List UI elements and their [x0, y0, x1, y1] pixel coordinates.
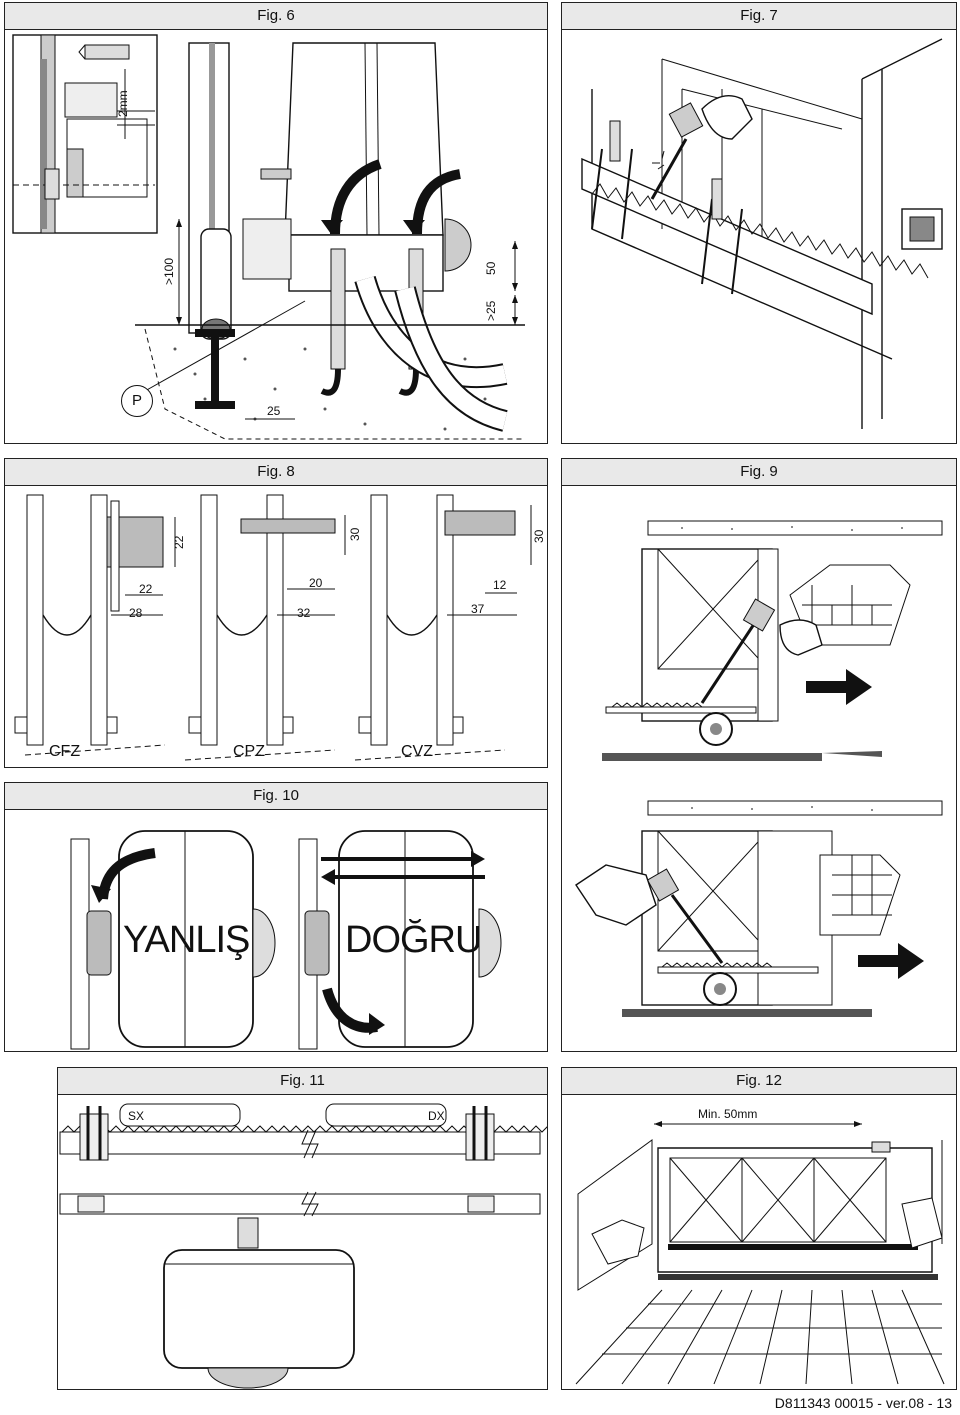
fig7-drawing [581, 38, 943, 429]
cpz-code: CPZ [233, 743, 265, 760]
document-id: D811343 00015 - ver.08 - 13 [774, 1395, 952, 1411]
fig6-dim-offset: 25 [267, 404, 281, 418]
fig6-drawing [12, 34, 525, 440]
fig9-panel: Fig. 9 [561, 458, 957, 1052]
cfz-dim-bot: 28 [129, 606, 143, 620]
fig12-title: Fig. 12 [562, 1068, 956, 1095]
cvz-dim-bot: 37 [471, 602, 485, 616]
fig7-title: Fig. 7 [562, 3, 956, 30]
fig11-drawing [59, 1103, 547, 1389]
cfz-dim-top: 22 [172, 535, 186, 549]
cpz-dim-bot: 32 [297, 606, 311, 620]
fig11-title: Fig. 11 [58, 1068, 547, 1095]
fig9-drawing [575, 520, 943, 1017]
fig12-min-gap: Min. 50mm [698, 1107, 758, 1121]
fig9-title: Fig. 9 [562, 459, 956, 486]
fig7-panel: Fig. 7 [561, 2, 957, 444]
fig10-panel: Fig. 10 YANLIŞ DOĞRU [4, 782, 548, 1052]
fig11-sx-label: SX [128, 1109, 145, 1123]
cvz-code: CVZ [401, 743, 433, 760]
fig10-title: Fig. 10 [5, 783, 547, 810]
fig10-right-label: DOĞRU [345, 919, 482, 961]
cpz-dim-mid: 20 [309, 576, 323, 590]
cfz-code: CFZ [49, 743, 81, 760]
cpz-dim-top: 30 [348, 527, 362, 541]
fig6-dim-gap: 2mm [116, 90, 130, 117]
fig12-panel: Fig. 12 Min. 50mm [561, 1067, 957, 1390]
fig10-drawing [70, 830, 502, 1050]
fig6-callout-p: P [121, 385, 153, 417]
fig12-drawing [575, 1121, 945, 1385]
fig11-panel: Fig. 11 SX [57, 1067, 548, 1390]
fig8-drawing [14, 494, 532, 761]
fig6-dim-depth: 50 [484, 261, 498, 275]
cvz-dim-top: 30 [532, 529, 546, 543]
cvz-dim-mid: 12 [493, 578, 507, 592]
fig10-wrong-label: YANLIŞ [123, 919, 250, 961]
cfz-dim-mid: 22 [139, 582, 153, 596]
fig11-dx-label: DX [428, 1109, 445, 1123]
fig8-panel: Fig. 8 [4, 458, 548, 768]
fig8-title: Fig. 8 [5, 459, 547, 486]
fig6-dim-height: >100 [162, 257, 176, 285]
fig6-dim-clearance: >25 [484, 300, 498, 321]
fig6-title: Fig. 6 [5, 3, 547, 30]
fig6-panel: Fig. 6 [4, 2, 548, 444]
